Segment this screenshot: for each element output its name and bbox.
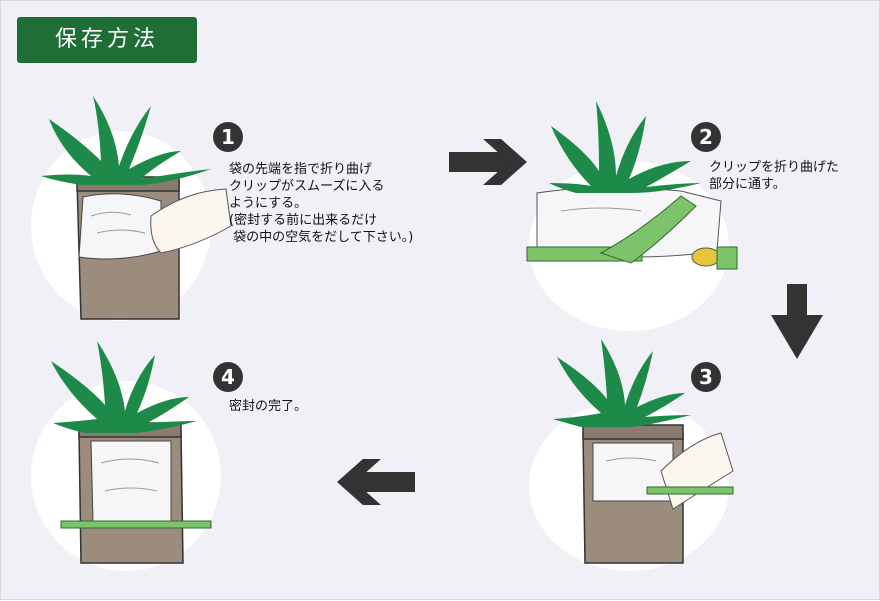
left-arrow-icon: [337, 459, 415, 505]
down-arrow-icon: [771, 284, 823, 359]
step-1-description: 袋の先端を指で折り曲げ クリップがスムーズに入る ようにする。 (密封する前に出…: [229, 162, 414, 245]
step-2-number: 2: [691, 122, 721, 152]
step-4-description: 密封の完了。: [229, 399, 308, 414]
page-title: 保存方法: [17, 17, 197, 63]
right-arrow-icon: [449, 139, 527, 185]
step-4-number: 4: [213, 362, 243, 392]
step-3-number: 3: [691, 362, 721, 392]
step-2-description: クリップを折り曲げた 部分に通す。: [709, 160, 840, 192]
step-1-number: 1: [213, 122, 243, 152]
